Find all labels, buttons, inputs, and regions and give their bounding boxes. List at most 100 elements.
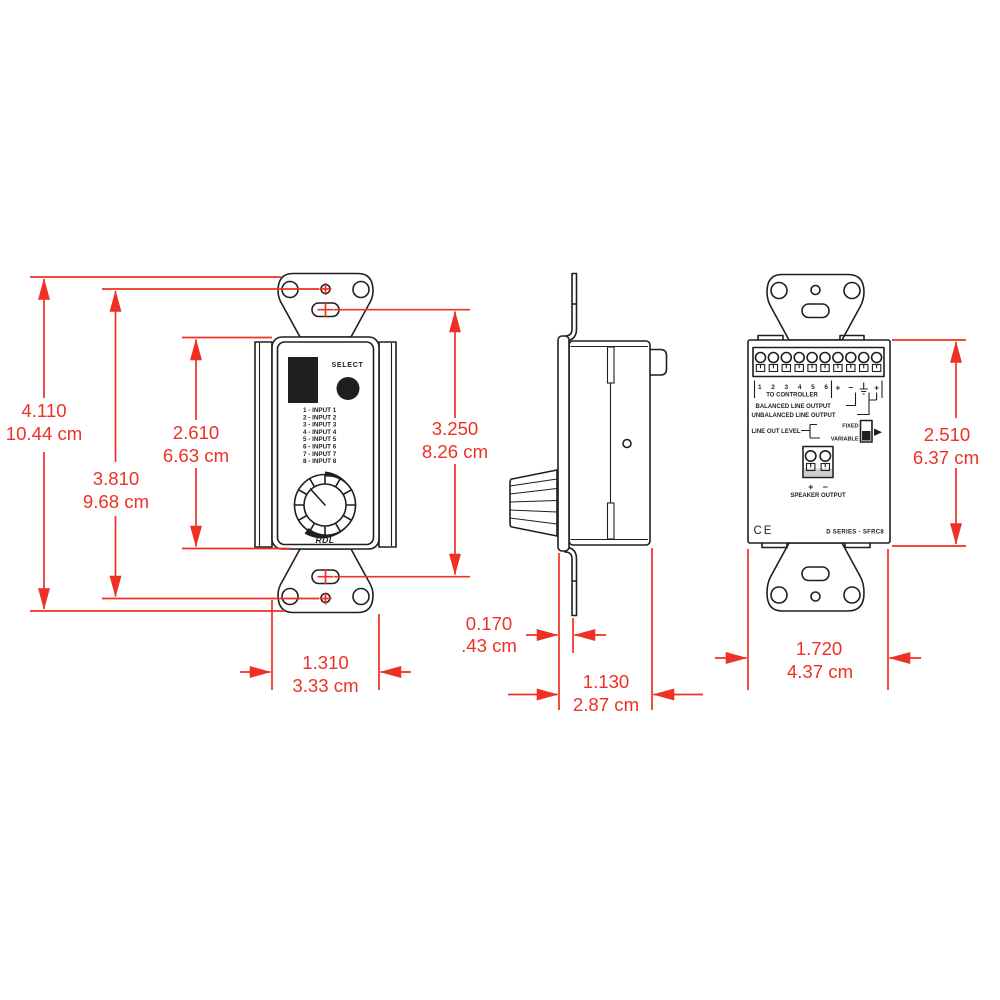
side-chassis-hole <box>622 438 632 449</box>
front-left-wing <box>254 341 273 548</box>
unbalanced-leader-line <box>857 392 878 416</box>
speaker-output-label: SPEAKER OUTPUT <box>790 493 846 499</box>
terminal-screw <box>780 351 793 364</box>
side-view <box>509 272 668 617</box>
side-trim-plate-edge <box>557 335 570 552</box>
to-controller-label: TO CONTROLLER <box>766 393 818 399</box>
dim-text: 1.720 <box>796 638 843 659</box>
back-bottom-mounting-tab <box>766 542 865 612</box>
input-line-5: 5 - INPUT 5 <box>303 436 337 443</box>
input-line-7: 7 - INPUT 7 <box>303 451 337 458</box>
back-top-screw-hole <box>810 284 821 296</box>
terminal-strip-outline <box>752 346 885 378</box>
line-out-level-bracket <box>801 423 820 439</box>
terminal-screw <box>793 351 806 364</box>
dim-plate-thickness: 0.170 .43 cm <box>461 613 606 656</box>
dim-chassis-depth: 1.130 2.87 cm <box>508 671 703 715</box>
terminal-numbers: 1 2 3 4 5 6 <box>758 384 828 391</box>
terminal-screw <box>857 351 870 364</box>
dim-chassis-height: 2.510 6.37 cm <box>913 341 979 545</box>
terminal-screw <box>844 351 857 364</box>
dim-text: 0.170 <box>466 613 513 634</box>
knob-tick-marks <box>293 473 357 537</box>
terminal-plus-1: + <box>835 383 840 393</box>
input-line-4: 4 - INPUT 4 <box>303 429 337 436</box>
speaker-plus: + <box>808 482 813 492</box>
back-top-slot <box>801 303 830 319</box>
dim-overall-height: 4.110 10.44 cm <box>6 278 82 610</box>
back-chassis-notches <box>757 334 871 549</box>
terminal-minus: − <box>848 383 853 393</box>
input-line-6: 6 - INPUT 6 <box>303 444 337 451</box>
dim-text: 2.610 <box>173 422 220 443</box>
dim-text: 6.63 cm <box>163 445 229 466</box>
switch-slider <box>862 431 871 441</box>
input-line-2: 2 - INPUT 2 <box>303 414 337 421</box>
speaker-screw-left <box>804 449 817 462</box>
back-top-ear-hole-left <box>770 281 788 300</box>
level-mode-switch-icon <box>859 419 882 443</box>
front-right-wing <box>378 341 397 548</box>
side-pcb-rail-bottom <box>606 502 615 540</box>
terminal-screw <box>819 351 831 364</box>
dim-chassis-width: 1.720 4.37 cm <box>715 638 921 682</box>
back-bottom-screw-hole <box>810 591 821 602</box>
back-bottom-slot <box>801 566 830 582</box>
dim-text: 1.310 <box>302 652 349 673</box>
switch-outline <box>859 419 873 443</box>
side-strap-top <box>563 272 578 342</box>
back-view: 1 2 3 4 5 6 + − + TO CONTROLLER BALANCED… <box>747 273 891 612</box>
back-chassis-body <box>747 339 891 544</box>
select-button <box>336 377 360 400</box>
unbalanced-output-label: UNBALANCED LINE OUTPUT <box>752 413 836 419</box>
speaker-minus: − <box>823 482 828 492</box>
dim-insert-width: 1.310 3.33 cm <box>240 652 411 696</box>
input-legend: 1 - INPUT 1 2 - INPUT 2 3 - INPUT 3 4 - … <box>303 407 337 465</box>
extension-lines <box>30 276 966 710</box>
input-line-1: 1 - INPUT 1 <box>303 407 337 414</box>
terminal-screw <box>870 351 883 364</box>
input-line-8: 8 - INPUT 8 <box>303 458 337 465</box>
screw-center-cross <box>317 283 334 605</box>
terminal-label-separators <box>753 380 883 398</box>
ground-symbol-icon <box>859 382 868 395</box>
dim-text: 9.68 cm <box>83 491 149 512</box>
back-top-mounting-tab <box>766 273 865 341</box>
back-top-ear-hole-right <box>843 281 861 300</box>
dim-slot-spacing: 3.250 8.26 cm <box>422 310 488 576</box>
side-connector-bump <box>650 348 668 376</box>
brand-logo: RDL <box>316 535 335 545</box>
back-bottom-ear-hole-right <box>843 586 861 604</box>
dim-text: 2.510 <box>924 424 971 445</box>
dim-text: 4.110 <box>21 400 66 421</box>
front-bottom-ear-hole-left <box>281 587 299 606</box>
dim-plate-height: 2.610 6.63 cm <box>163 338 229 548</box>
line-out-level-label: LINE OUT LEVEL <box>752 429 801 435</box>
dim-text: 3.33 cm <box>292 675 358 696</box>
dim-text: 10.44 cm <box>6 423 82 444</box>
dim-text: .43 cm <box>461 635 517 656</box>
display-window <box>288 357 318 403</box>
balanced-output-label: BALANCED LINE OUTPUT <box>756 404 832 410</box>
dim-text: 1.130 <box>583 671 630 692</box>
front-view: SELECT 1 - INPUT 1 2 - INPUT 2 3 - INPUT… <box>254 272 397 614</box>
terminal-screws <box>754 351 883 364</box>
dim-text: 3.810 <box>93 468 140 489</box>
front-bottom-ear-hole-right <box>352 587 370 606</box>
switch-arrow-icon <box>874 428 882 436</box>
dim-text: 3.250 <box>432 418 479 439</box>
speaker-block-outline <box>802 445 834 479</box>
variable-label: VARIABLE <box>831 437 859 443</box>
knob-pointer <box>309 488 326 506</box>
speaker-screw-right <box>819 449 832 462</box>
speaker-terminal-block <box>802 445 834 479</box>
volume-knob-icon <box>293 471 357 539</box>
dimension-annotations: 4.110 10.44 cm 3.810 9.68 cm 2.610 6.63 … <box>6 276 979 715</box>
dim-text: 2.87 cm <box>573 694 639 715</box>
dim-text: 6.37 cm <box>913 447 979 468</box>
dim-text: 4.37 cm <box>787 661 853 682</box>
fixed-label: FIXED <box>842 424 858 430</box>
terminal-screw <box>806 351 818 364</box>
model-label: D SERIES - SFRC8 <box>826 530 884 536</box>
